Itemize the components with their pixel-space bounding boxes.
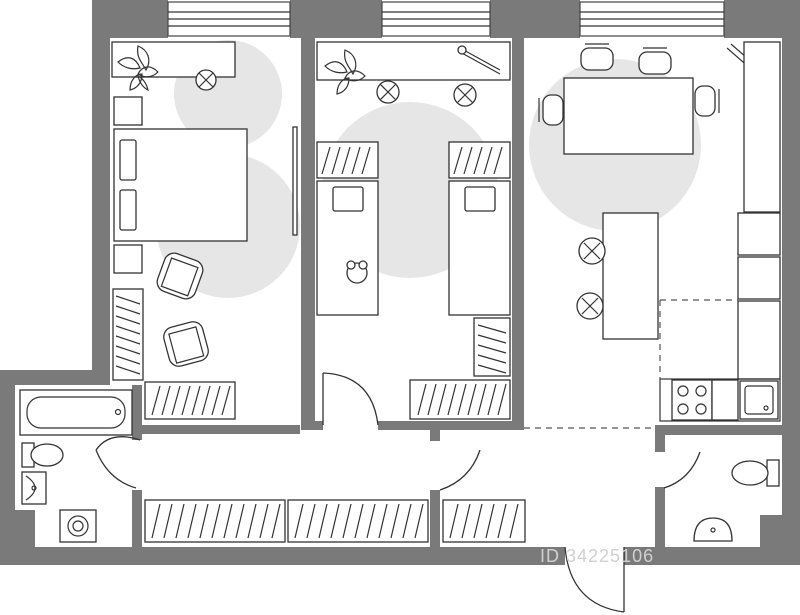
desk xyxy=(111,41,236,78)
kitchen-island xyxy=(602,212,659,340)
kitchen-furniture xyxy=(538,41,781,422)
entrance-door xyxy=(564,546,625,613)
chair-icon xyxy=(638,47,672,75)
counter xyxy=(737,256,781,300)
bedroom-furniture xyxy=(111,41,298,420)
wardrobe xyxy=(144,381,236,420)
chair-icon xyxy=(694,85,720,117)
bathtub-icon xyxy=(19,389,133,436)
wc-door xyxy=(663,451,701,489)
wardrobe xyxy=(287,499,429,543)
sliding-door xyxy=(292,126,298,236)
desk xyxy=(316,41,511,81)
chair-icon xyxy=(376,80,400,104)
windows xyxy=(167,1,725,37)
counter-line xyxy=(659,378,781,422)
washbasin-icon xyxy=(693,517,733,542)
stool-icon xyxy=(578,237,606,265)
wardrobe xyxy=(409,379,511,420)
lamp-icon xyxy=(457,45,501,75)
wardrobe xyxy=(112,288,144,381)
chair-icon xyxy=(195,69,217,91)
wardrobe xyxy=(144,499,286,543)
sink-icon xyxy=(739,380,779,420)
kids-room-furniture xyxy=(316,41,511,420)
bathroom-door xyxy=(95,449,137,489)
chair-icon xyxy=(538,94,564,126)
armchair-icon xyxy=(156,252,204,300)
counter xyxy=(737,212,781,256)
plant-icon xyxy=(117,45,159,92)
pillow xyxy=(119,139,137,181)
wardrobe xyxy=(442,499,526,543)
window-kids xyxy=(381,1,491,37)
plant-icon xyxy=(324,49,366,95)
shelf xyxy=(448,141,511,179)
watermark: ID 34225106 xyxy=(540,546,654,566)
doors xyxy=(322,372,625,613)
nightstand xyxy=(113,244,143,274)
window-kitchen xyxy=(579,1,725,37)
washbasin-icon xyxy=(21,471,47,505)
dining-table xyxy=(563,77,694,155)
toilet-icon xyxy=(21,442,64,468)
zone-divider xyxy=(659,299,738,379)
toilet-icon xyxy=(731,459,780,487)
pillow xyxy=(332,186,364,212)
nightstand xyxy=(113,96,143,126)
teddy-icon xyxy=(346,260,368,284)
stool-icon xyxy=(576,292,604,320)
counter xyxy=(737,300,781,380)
kids-room-door xyxy=(322,372,379,426)
tall-cabinet xyxy=(743,41,781,213)
walls xyxy=(0,0,800,565)
window-bedroom xyxy=(167,1,291,37)
pillow xyxy=(119,189,137,231)
hallway-arch xyxy=(439,449,481,491)
shelf xyxy=(316,141,379,179)
washing-machine-icon xyxy=(59,509,97,543)
bathroom-furniture xyxy=(19,389,137,543)
hallway-arch xyxy=(95,436,141,451)
counter xyxy=(711,379,739,421)
chair-icon xyxy=(453,83,477,107)
wc-furniture xyxy=(663,451,780,542)
wardrobe xyxy=(473,317,511,377)
chair-icon xyxy=(580,43,614,71)
pillow xyxy=(464,186,496,212)
hallway-furniture xyxy=(95,427,655,543)
stove-icon xyxy=(671,379,713,421)
armchair-icon xyxy=(163,321,209,367)
